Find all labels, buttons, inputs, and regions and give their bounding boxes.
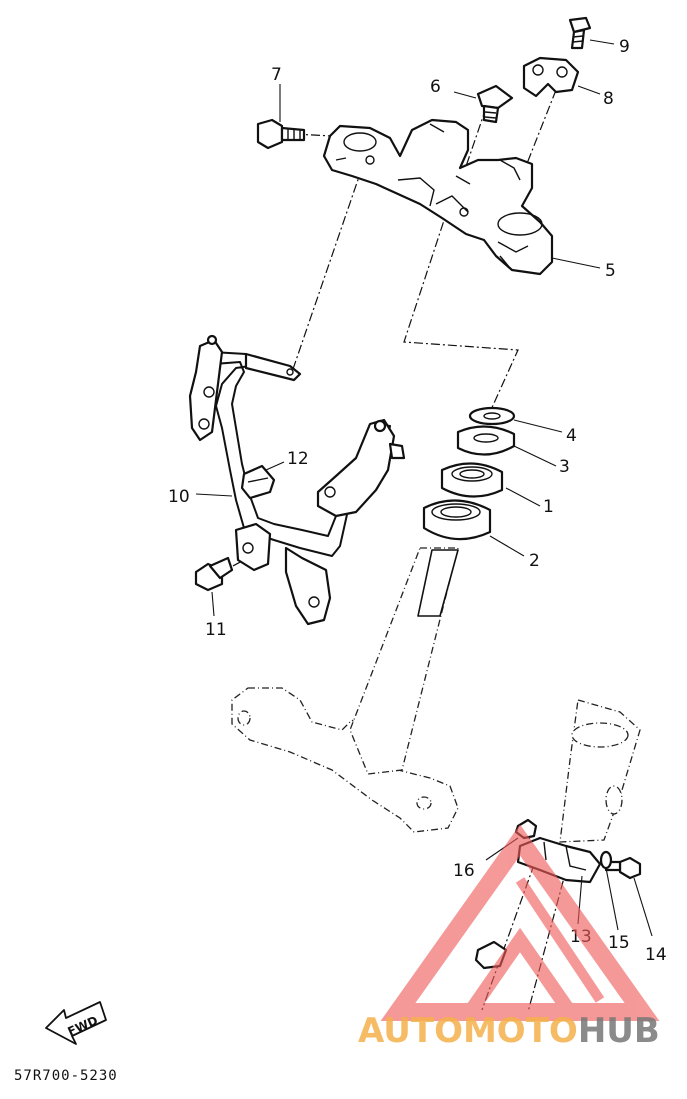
watermark-text-b: HUB bbox=[578, 1011, 660, 1051]
label-part-14: 14 bbox=[645, 945, 667, 965]
stay-bolt bbox=[194, 556, 234, 592]
label-part-2: 2 bbox=[529, 551, 540, 571]
label-part-8: 8 bbox=[603, 89, 614, 109]
label-part-9: 9 bbox=[619, 37, 630, 57]
holder-bolt bbox=[568, 16, 592, 50]
label-part-12: 12 bbox=[287, 449, 309, 469]
label-part-5: 5 bbox=[605, 261, 616, 281]
label-part-11: 11 bbox=[205, 620, 227, 640]
pinch-bolt bbox=[476, 84, 514, 124]
label-part-10: 10 bbox=[168, 487, 190, 507]
headlight-stay bbox=[188, 334, 406, 626]
label-part-3: 3 bbox=[559, 457, 570, 477]
steering-stem bbox=[417, 549, 459, 617]
handle-crown bbox=[322, 118, 554, 276]
under-bracket-ghost bbox=[231, 547, 641, 843]
watermark-text-a: AUTOMOTO bbox=[358, 1011, 578, 1051]
label-part-16: 16 bbox=[453, 861, 475, 881]
handlebar-upper-holder bbox=[522, 56, 580, 98]
watermark-text: AUTOMOTOHUB bbox=[358, 1011, 660, 1051]
label-part-4: 4 bbox=[566, 426, 577, 446]
label-part-6: 6 bbox=[430, 77, 441, 97]
label-part-1: 1 bbox=[543, 497, 554, 517]
damper bbox=[240, 464, 276, 500]
label-part-7: 7 bbox=[271, 65, 282, 85]
label-part-15: 15 bbox=[608, 933, 630, 953]
fwd-arrow: FWD bbox=[45, 1001, 107, 1045]
guide-washer bbox=[599, 850, 613, 870]
steering-bearings bbox=[422, 406, 516, 541]
drawing-code: 57R700-5230 bbox=[14, 1068, 118, 1084]
stem-bolt bbox=[256, 118, 306, 150]
watermark-logo-icon bbox=[380, 824, 660, 1021]
